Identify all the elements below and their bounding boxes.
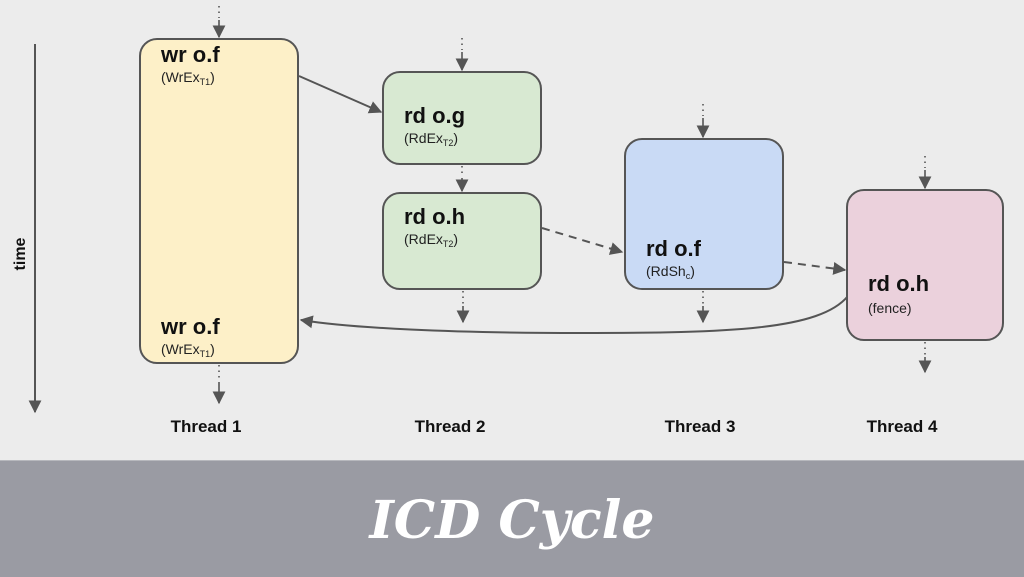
thread1-box: wr o.f (WrExT1) wr o.f (WrExT1) [139, 38, 299, 364]
t4-read-h-op: rd o.h [868, 271, 930, 296]
t3-read-f-tag: (RdShc) [646, 263, 695, 281]
t2-read-g-box: rd o.g (RdExT2) [382, 71, 542, 165]
edge-t3-read-f-to-t4-read-h [783, 261, 847, 275]
t1-bottom-op: wr o.f [161, 314, 220, 339]
t2-read-g-op: rd o.g [404, 103, 466, 128]
thread-label-3: Thread 3 [664, 417, 736, 436]
thread-label-4: Thread 4 [866, 417, 938, 436]
t2-read-h-box: rd o.h (RdExT2) [382, 192, 542, 290]
t2-read-h-op: rd o.h [404, 204, 466, 229]
t1-top-op: wr o.f [161, 42, 220, 67]
thread-label-2: Thread 2 [414, 417, 486, 436]
slide-title: ICD Cycle [369, 490, 655, 551]
edge-t2-read-h-to-t3-read-f [541, 227, 624, 255]
footer-band [0, 460, 1024, 577]
t3-read-f-op: rd o.f [646, 236, 701, 261]
t1-bottom-tag: (WrExT1) [161, 341, 215, 359]
t2-read-h-tag: (RdExT2) [404, 231, 459, 249]
t4-read-h-box: rd o.h (fence) [846, 189, 1004, 341]
edge-t1-write-to-t2-read-g [298, 75, 383, 114]
t1-top-tag: (WrExT1) [161, 69, 215, 87]
thread-label-1: Thread 1 [170, 417, 242, 436]
diagram-connectors [28, 6, 932, 414]
time-axis-label: time [12, 237, 29, 271]
t4-read-h-tag: (fence) [868, 300, 912, 316]
edge-t4-read-h-to-t1-write [299, 295, 849, 335]
t3-read-f-box: rd o.f (RdShc) [624, 138, 784, 290]
t2-read-g-tag: (RdExT2) [404, 130, 459, 148]
